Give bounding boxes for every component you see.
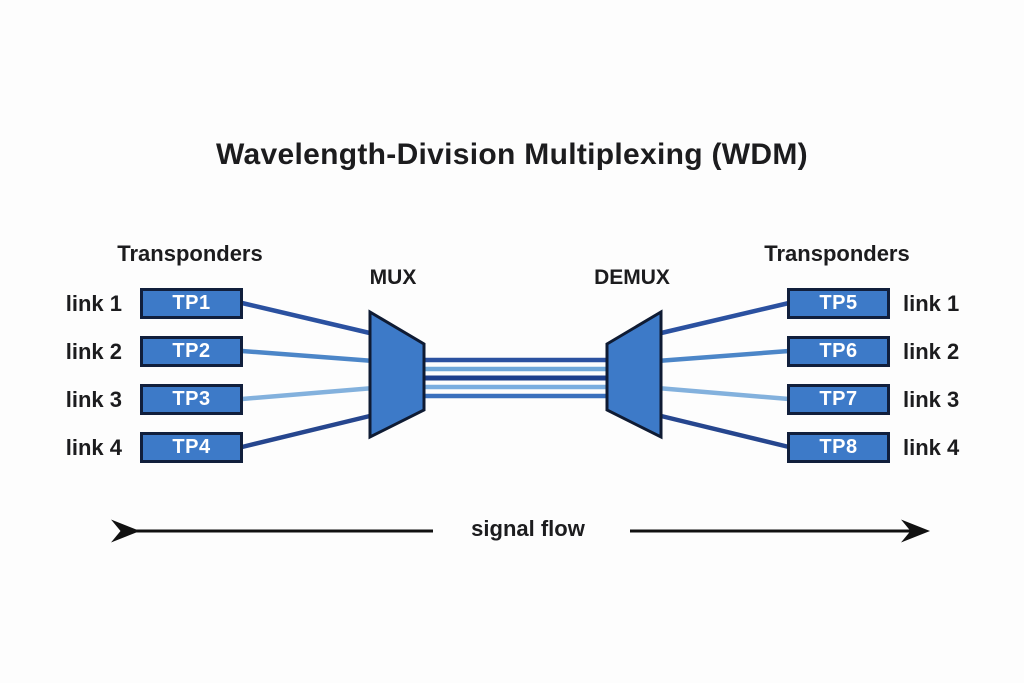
right-link-1-label: link 1 (903, 291, 960, 316)
mux-input-lines (241, 300, 375, 450)
tp1-box: TP1 (140, 288, 243, 319)
right-link-2-label: link 2 (903, 339, 960, 364)
left-link-4-label: link 4 (65, 435, 122, 460)
signal-flow-right-arrowhead (901, 519, 930, 543)
demux-shape (605, 309, 663, 440)
tp8-box: TP8 (787, 432, 890, 463)
tp2-box: TP2 (140, 336, 243, 367)
left-link-3-label: link 3 (65, 387, 122, 412)
tp3-line (241, 385, 375, 402)
tp6-line (656, 348, 790, 364)
tp5-box: TP5 (787, 288, 890, 319)
signal-flow-left-arrowhead (111, 519, 140, 543)
right-link-3-label: link 3 (903, 387, 960, 412)
left-link-2-label: link 2 (65, 339, 122, 364)
left-link-1-label: link 1 (65, 291, 122, 316)
tp6-box: TP6 (787, 336, 890, 367)
demux-output-lines (656, 300, 790, 450)
mux-label: MUX (369, 266, 417, 289)
tp4-box: TP4 (140, 432, 243, 463)
right-transponders-heading: Transponders (764, 241, 910, 266)
tp5-line (656, 300, 790, 337)
left-transponders-heading: Transponders (117, 241, 263, 266)
tp3-box: TP3 (140, 384, 243, 415)
diagram-title: Wavelength-Division Multiplexing (WDM) (216, 138, 808, 171)
demux-label: DEMUX (594, 266, 670, 289)
signal-flow-label: signal flow (471, 516, 585, 541)
mux-shape (368, 309, 426, 440)
fiber-bundle (416, 357, 614, 399)
tp7-line (656, 385, 790, 402)
tp2-line (241, 348, 375, 364)
tp8-line (656, 412, 790, 450)
right-link-4-label: link 4 (903, 435, 960, 460)
tp1-line (241, 300, 375, 337)
tp4-line (241, 412, 375, 450)
tp7-box: TP7 (787, 384, 890, 415)
